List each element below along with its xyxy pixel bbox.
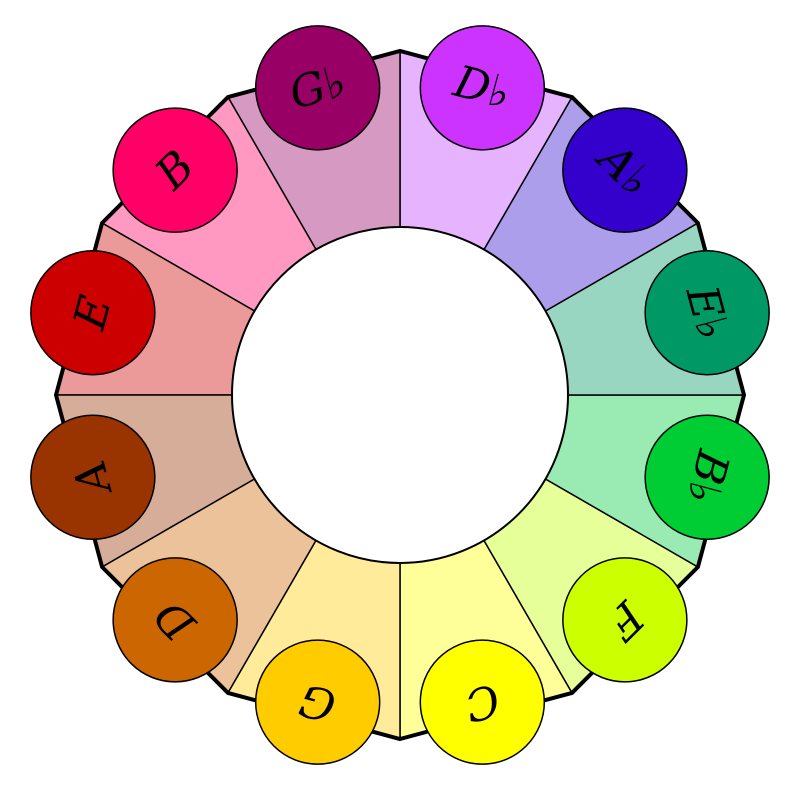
note-badge-circle: [644, 414, 770, 541]
note-badge-circle: [562, 107, 688, 233]
note-badge: E: [30, 249, 156, 376]
outer-ring-outline: [53, 48, 747, 742]
note-badge: D♭: [419, 25, 546, 151]
note-badge-circle: [30, 414, 156, 541]
note-badge-circle: [112, 557, 238, 683]
note-badge: B: [112, 107, 238, 233]
note-badge: C: [419, 639, 546, 765]
note-badge-circle: [419, 639, 546, 765]
note-badge-circle: [254, 639, 381, 765]
note-badge-circle: [562, 557, 688, 683]
note-badge: D: [112, 557, 238, 683]
note-badge: A: [30, 414, 156, 541]
note-badge-circle: [644, 249, 770, 376]
note-badge: G: [254, 639, 381, 765]
note-badge: F: [562, 557, 688, 683]
note-badge: B♭: [644, 414, 770, 541]
note-badge-circle: [112, 107, 238, 233]
center-hole: [231, 226, 569, 564]
note-badge-circle: [254, 25, 381, 151]
note-badge: A♭: [562, 107, 688, 233]
note-badge: E♭: [644, 249, 770, 376]
note-badge: G♭: [254, 25, 381, 151]
note-badge-circle: [419, 25, 546, 151]
note-badge-circle: [30, 249, 156, 376]
